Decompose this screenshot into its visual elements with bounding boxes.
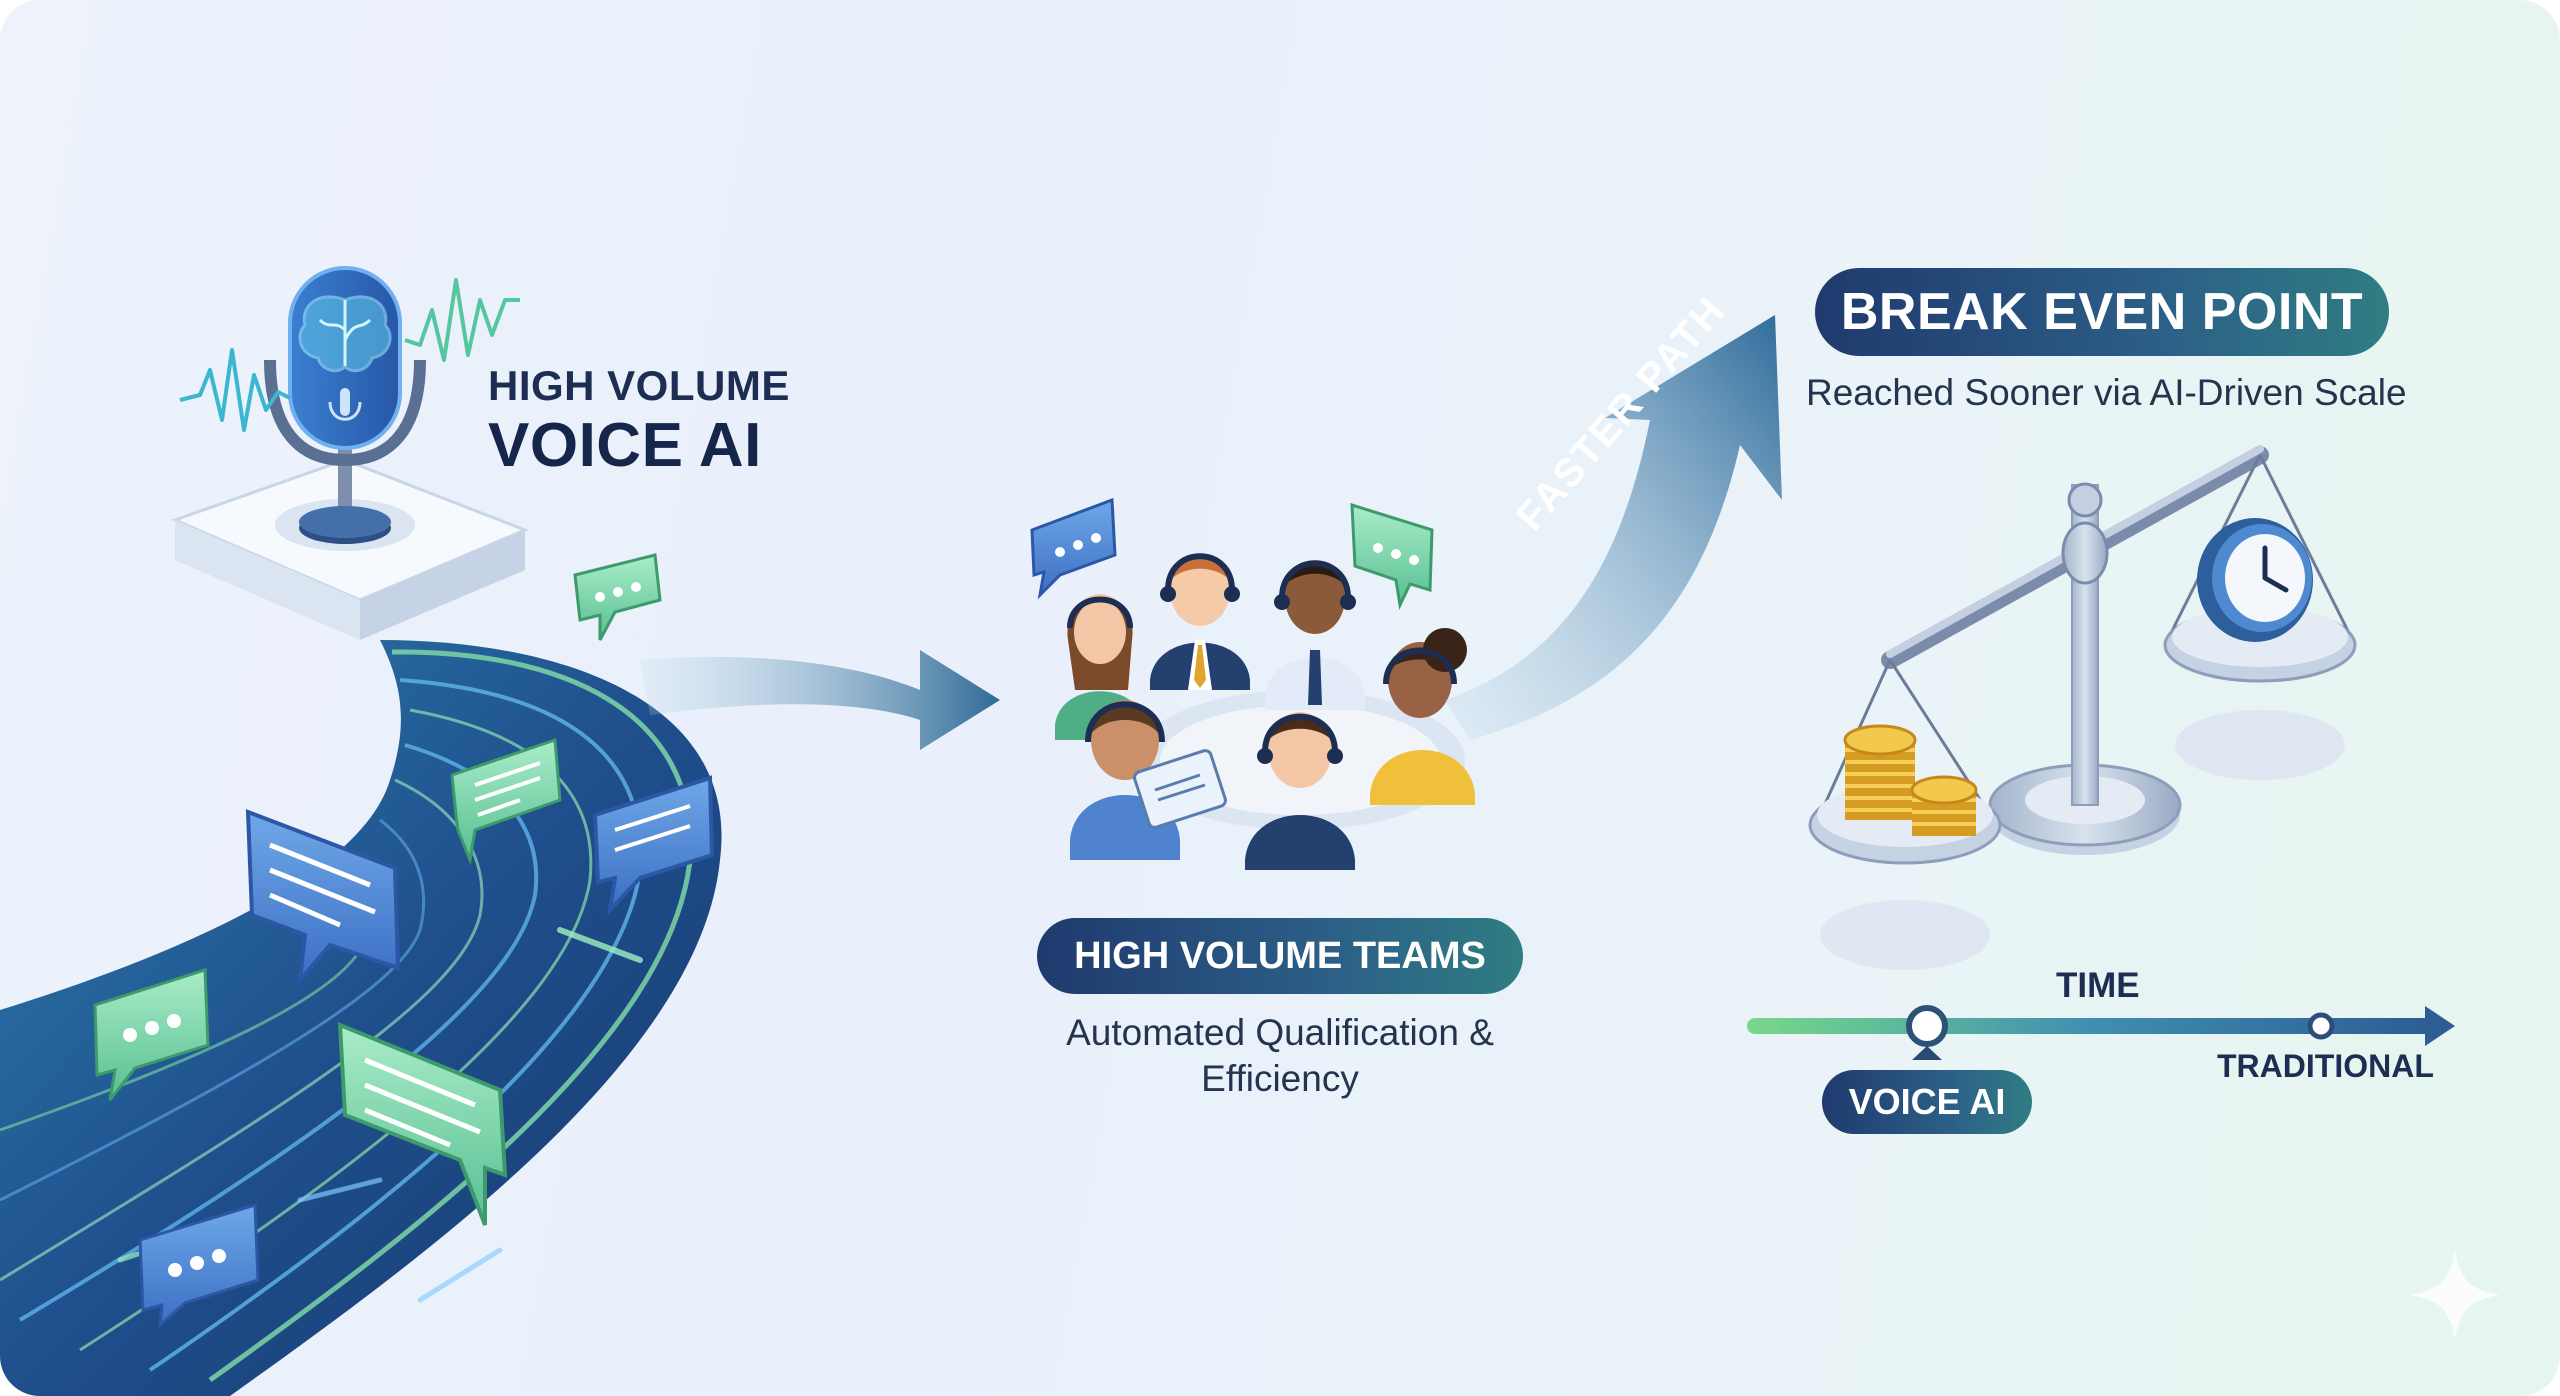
flow-arrow (640, 650, 1000, 750)
speech-bubble-icon (573, 553, 662, 641)
headset-icon (1067, 596, 1133, 629)
speech-bubble-icon (450, 737, 562, 866)
timeline-marker-traditional: TRADITIONAL (2217, 1048, 2434, 1084)
agent-person (1370, 628, 1475, 805)
sound-wave-right (404, 278, 520, 362)
agent-person (1265, 560, 1365, 710)
speech-bubble-icon (138, 1202, 260, 1329)
brain-icon (298, 295, 392, 373)
speech-bubble-icon (337, 1021, 508, 1226)
speech-bubble-icon (93, 967, 210, 1101)
agent-person (1150, 553, 1250, 690)
timeline-axis-label: TIME (2056, 966, 2140, 1005)
headset-icon (1085, 701, 1165, 743)
microphone-icon (264, 266, 426, 544)
teams-subtitle: Automated Qualification & Efficiency (1066, 1012, 1494, 1099)
headset-icon (1165, 553, 1235, 591)
speech-bubble-icon (1350, 502, 1434, 610)
team-group (1030, 497, 1475, 870)
headset-icon (1383, 648, 1457, 685)
voice-ai-title-line1: HIGH VOLUME (488, 362, 790, 409)
sound-wave-left (179, 348, 291, 432)
timeline-axis (1747, 1005, 2455, 1060)
balance-scale-icon (1808, 445, 2357, 970)
break-even-subtitle: Reached Sooner via AI-Driven Scale (1806, 372, 2407, 413)
timeline-marker-voice-ai: VOICE AI (1822, 1070, 2032, 1134)
headset-icon (1262, 713, 1338, 753)
clock-icon (2197, 518, 2313, 642)
agent-person (1070, 700, 1227, 860)
agent-person (1245, 712, 1355, 870)
voice-ai-title-line2: VOICE AI (488, 411, 762, 480)
faster-path-arrow (1445, 315, 1782, 740)
speech-bubble-icon (245, 809, 401, 987)
sparkle-icon (2410, 1250, 2500, 1340)
break-even-badge: BREAK EVEN POINT (1815, 268, 2389, 356)
coin-stack-icon (1843, 724, 1978, 836)
speech-bubble-icon (1030, 497, 1117, 600)
teams-badge: HIGH VOLUME TEAMS (1037, 918, 1523, 994)
speech-bubble-icon (592, 775, 715, 917)
headset-icon (1279, 560, 1351, 599)
